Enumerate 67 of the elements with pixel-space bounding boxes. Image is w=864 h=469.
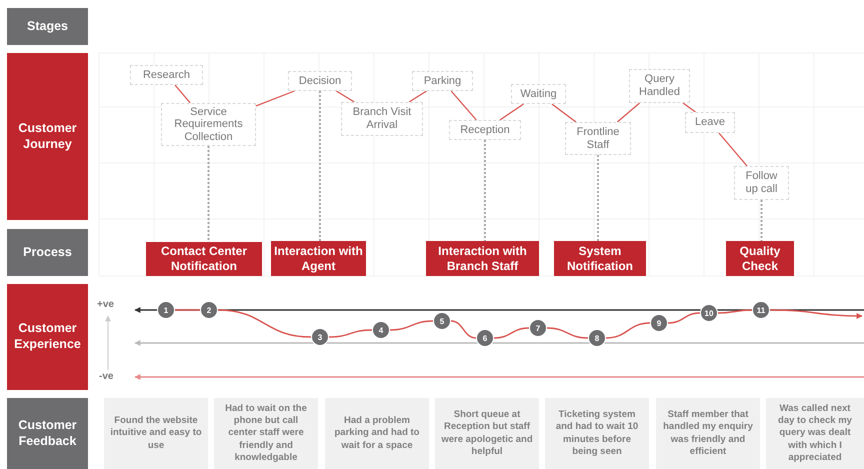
journey-step: Follow up call xyxy=(734,166,789,200)
process-box: System Notification xyxy=(554,241,646,276)
feedback-card: Had a problem parking and had to wait for a space xyxy=(325,398,429,469)
journey-step: Leave xyxy=(685,112,735,133)
row-header: Customer Experience xyxy=(7,284,88,390)
row-header: Process xyxy=(7,229,88,276)
dotted-connector xyxy=(484,140,486,241)
numbered-circle: 8 xyxy=(588,329,606,347)
connector-line xyxy=(552,104,576,122)
experience-curve xyxy=(175,309,200,311)
process-box: Contact Center Notification xyxy=(146,242,262,276)
row-header: Customer Feedback xyxy=(7,398,88,469)
connector-line xyxy=(174,84,191,104)
experience-curve xyxy=(328,329,372,338)
feedback-card: Short queue at Reception but staff were apologetic and helpful xyxy=(435,398,539,469)
experience-curve xyxy=(606,322,650,339)
connector-line xyxy=(682,102,696,112)
connector-line xyxy=(336,90,355,103)
process-box: Quality Check xyxy=(726,241,794,276)
dotted-connector xyxy=(319,91,321,241)
connector-line xyxy=(718,132,748,166)
experience-curve xyxy=(494,327,530,339)
numbered-circle: 5 xyxy=(433,312,451,330)
dotted-connector xyxy=(208,146,210,242)
experience-curve xyxy=(546,327,588,339)
process-box: Interaction with Agent xyxy=(271,241,366,276)
feedback-card: Staff member that handled my enquiry was friendly and efficient xyxy=(656,398,760,469)
numbered-circle: 7 xyxy=(529,319,547,337)
experience-curve xyxy=(390,320,434,331)
feedback-card: Was called next day to check my query was dealt with which I appreciated xyxy=(766,398,864,469)
experience-curve xyxy=(718,309,752,314)
process-box: Interaction with Branch Staff xyxy=(426,241,539,276)
connector-line xyxy=(500,104,524,120)
experience-curve xyxy=(770,309,863,319)
journey-step: Branch Visit Arrival xyxy=(341,102,423,136)
journey-step: Service Requirements Collection xyxy=(161,103,256,146)
axis-label: -ve xyxy=(99,371,114,382)
experience-curve xyxy=(218,309,312,338)
journey-step: Research xyxy=(130,65,203,85)
experience-curve xyxy=(668,312,700,324)
dotted-connector xyxy=(760,200,762,241)
connector-line xyxy=(450,90,477,120)
dotted-connector xyxy=(597,155,599,241)
axis-label: +ve xyxy=(97,299,114,310)
numbered-circle: 11 xyxy=(752,301,770,319)
journey-step: Parking xyxy=(412,71,473,91)
numbered-circle: 2 xyxy=(200,301,218,319)
numbered-circle: 4 xyxy=(372,321,390,339)
experience-curve xyxy=(450,320,476,339)
journey-step: Query Handled xyxy=(629,69,690,103)
journey-step: Frontline Staff xyxy=(565,122,631,155)
numbered-circle: 1 xyxy=(157,301,175,319)
numbered-circle: 10 xyxy=(700,304,718,322)
connector-line xyxy=(408,90,427,102)
feedback-card: Found the website intuitive and easy to use xyxy=(104,398,208,469)
journey-step: Waiting xyxy=(511,84,566,104)
numbered-circle: 9 xyxy=(650,314,668,332)
journey-step: Reception xyxy=(449,120,521,140)
journey-step: Decision xyxy=(288,71,352,91)
numbered-circle: 6 xyxy=(476,329,494,347)
feedback-card: Had to wait on the phone but call center staff were friendly and knowledgable xyxy=(214,398,318,469)
connector-line xyxy=(616,102,640,122)
connector-line xyxy=(256,90,295,107)
numbered-circle: 3 xyxy=(311,328,329,346)
row-header: Stages xyxy=(7,8,88,45)
row-header: Customer Journey xyxy=(7,53,88,220)
feedback-card: Ticketing system and had to wait 10 minutes before being seen xyxy=(545,398,649,469)
